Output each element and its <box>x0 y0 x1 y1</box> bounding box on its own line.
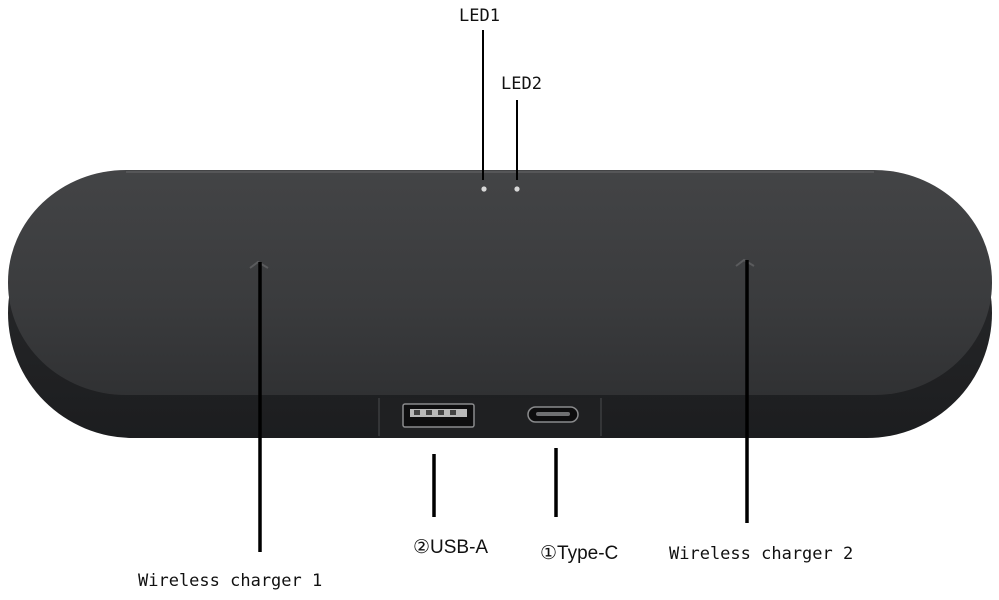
type-c-port <box>527 406 579 423</box>
led1-label: LED1 <box>459 6 500 26</box>
led2-indicator <box>514 186 520 192</box>
charging-zone-marker-1 <box>249 260 269 269</box>
wireless-charger-1-label: Wireless charger 1 <box>138 571 323 591</box>
charging-zone-marker-2 <box>735 258 755 267</box>
usb-a-label: ②USB-A <box>413 537 489 558</box>
led1-indicator <box>481 186 487 192</box>
led2-label: LED2 <box>501 74 542 94</box>
charger-top-surface <box>8 170 992 395</box>
wireless-charger-2-label: Wireless charger 2 <box>669 544 854 564</box>
usb-a-port <box>402 403 475 428</box>
type-c-label: ①Type-C <box>540 543 619 564</box>
